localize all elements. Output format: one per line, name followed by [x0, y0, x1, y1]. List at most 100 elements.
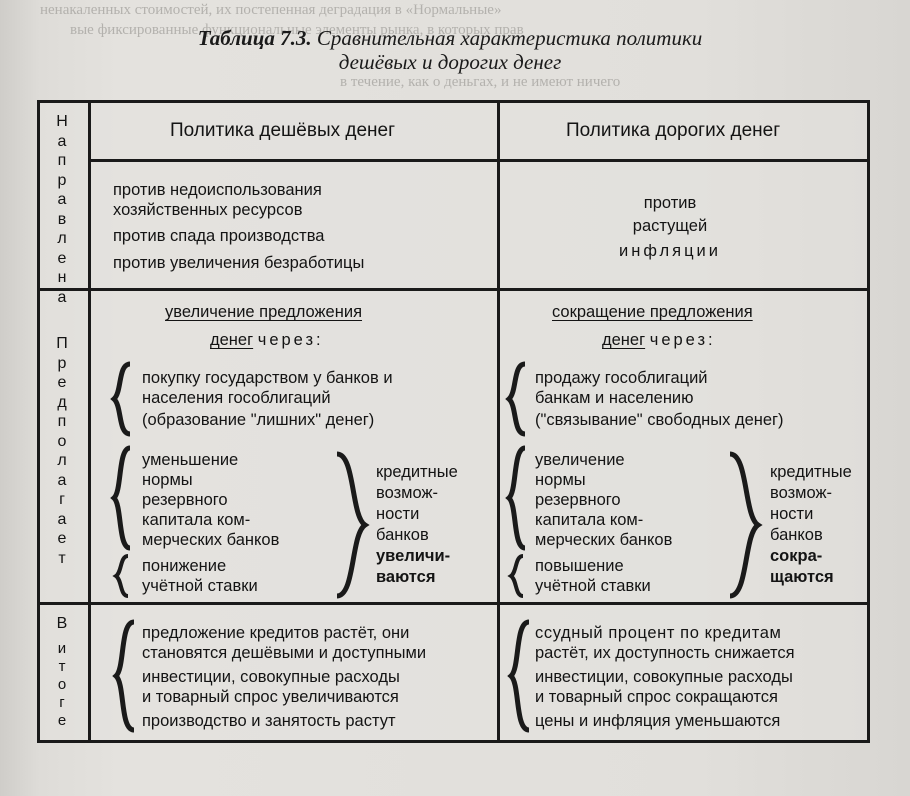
outcome-cheap-line: предложение кредитов растёт, они	[142, 624, 410, 642]
assumes-dear-through: через:	[649, 331, 716, 349]
table-title-line1: Сравнительная характеристика политики	[316, 26, 703, 50]
cheap-item2-line: капитала ком-	[142, 511, 251, 529]
outcome-dear-line: растёт, их доступность снижается	[535, 644, 795, 662]
row-label-letter: е	[57, 711, 67, 729]
row-label-letter: и	[57, 639, 67, 657]
row-label-letter: в	[57, 210, 67, 228]
left-curly-brace	[110, 361, 131, 437]
row-label-letter: а	[57, 471, 67, 489]
left-curly-brace	[505, 361, 526, 437]
outcome-dear-line: и товарный спрос сокращаются	[535, 688, 778, 706]
assumes-cheap-money: денег	[210, 331, 254, 349]
direction-cheap-line: против недоиспользования	[113, 181, 322, 199]
cheap-result-line: ваются	[376, 568, 436, 586]
row-label-letter: р	[57, 354, 67, 372]
cheap-item2-line: уменьшение	[142, 451, 239, 469]
row-label-letter: г	[59, 491, 65, 508]
row-label-letter: т	[58, 657, 66, 675]
grid-line	[497, 100, 500, 743]
row-label-letter: а	[57, 510, 67, 528]
dear-result-line: возмож-	[770, 484, 833, 502]
dear-item3-line: учётной ставки	[535, 577, 651, 595]
dear-item2-line: нормы	[535, 471, 586, 489]
row-label-letter: е	[57, 374, 67, 391]
row-label-letter: н	[57, 269, 67, 286]
row-label-letter: а	[57, 288, 67, 306]
cheap-item1-line: покупку государством у банков и	[142, 369, 393, 387]
table-caption: Таблица 7.3. Сравнительная характеристик…	[150, 26, 750, 74]
cheap-item1-line: (образование "лишних" денег)	[142, 411, 375, 429]
cheap-result-line: возмож-	[376, 484, 439, 502]
row-label-letter: а	[57, 132, 67, 150]
row-label-letter: л	[57, 452, 67, 469]
outcome-cheap-line: и товарный спрос увеличиваются	[142, 688, 399, 706]
row-label-letter: п	[57, 413, 67, 430]
outcome-dear-line: цены и инфляция уменьшаются	[535, 712, 781, 730]
direction-cheap-line: хозяйственных ресурсов	[113, 201, 303, 219]
row-label-letter: е	[57, 530, 67, 547]
row-label-letter: п	[57, 152, 67, 169]
row-label-letter: т	[58, 549, 66, 567]
dear-result-line: ности	[770, 505, 814, 523]
row-label-letter: Н	[56, 113, 68, 130]
bleed-through-line: в течение, как о деньгах, и не имеют нич…	[340, 74, 621, 90]
direction-dear-line: против	[643, 194, 697, 212]
outcome-cheap-line: становятся дешёвыми и доступными	[142, 644, 427, 662]
dear-item2-line: мерческих банков	[535, 531, 673, 549]
direction-cheap-line: против спада производства	[113, 227, 325, 245]
cheap-result-line: кредитные	[376, 463, 458, 481]
left-curly-brace	[112, 619, 135, 733]
grid-line	[88, 159, 870, 162]
row-label-letter: П	[56, 335, 68, 352]
direction-dear-line: растущей	[632, 217, 708, 235]
assumes-cheap-heading-line2: денег через:	[210, 330, 324, 350]
dear-result-line: кредитные	[770, 463, 852, 481]
comparison-table	[37, 100, 870, 743]
cheap-result-line: увеличи-	[376, 547, 451, 565]
assumes-dear-money: денег	[602, 331, 646, 349]
direction-dear-line: инфляции	[619, 242, 721, 260]
grid-line	[37, 288, 870, 291]
dear-result-line: банков	[770, 526, 823, 544]
table-number: Таблица 7.3.	[197, 26, 312, 50]
right-curly-brace	[729, 451, 763, 599]
cheap-item2-line: резервного	[142, 491, 228, 509]
outcome-dear-line: ссудный процент по кредитам	[535, 624, 782, 642]
cheap-result-line: ности	[376, 505, 420, 523]
left-curly-brace	[110, 445, 131, 551]
grid-line	[37, 602, 870, 605]
row-label-letter: о	[57, 675, 67, 693]
left-curly-brace	[507, 619, 530, 733]
dear-item1-line: продажу гособлигаций	[535, 369, 708, 387]
dear-item2-line: капитала ком-	[535, 511, 644, 529]
row-label-letter: л	[57, 230, 67, 247]
left-curly-brace	[507, 554, 524, 598]
outcome-cheap-line: производство и занятость растут	[142, 712, 396, 730]
row-label-letter: а	[57, 191, 67, 208]
dear-result-line: щаются	[770, 568, 834, 586]
dear-item1-line: банкам и населению	[535, 389, 694, 407]
dear-item2-line: увеличение	[535, 451, 625, 469]
bleed-through-line: вые фиксированные функциональные элемент…	[70, 22, 524, 38]
row-label-letter: д	[57, 393, 67, 411]
right-curly-brace	[336, 451, 370, 599]
header-dear-money: Политика дорогих денег	[566, 120, 781, 141]
cheap-item3-line: учётной ставки	[142, 577, 258, 595]
assumes-cheap-heading: увеличение предложения	[165, 303, 363, 321]
dear-item1-line: ("связывание" свободных денег)	[535, 411, 784, 429]
assumes-cheap-through: через:	[257, 331, 324, 349]
table-title-line2: дешёвых и дорогих денег	[338, 50, 562, 74]
header-cheap-money: Политика дешёвых денег	[170, 120, 396, 141]
left-curly-brace	[505, 445, 526, 551]
outcome-dear-line: инвестиции, совокупные расходы	[535, 668, 793, 686]
cheap-item2-line: мерческих банков	[142, 531, 280, 549]
cheap-item1-line: населения гособлигаций	[142, 389, 331, 407]
dear-item3-line: повышение	[535, 557, 624, 575]
grid-line	[88, 100, 91, 743]
direction-cheap-line: против увеличения безработицы	[113, 254, 365, 272]
left-curly-brace	[112, 554, 129, 598]
dear-item2-line: резервного	[535, 491, 621, 509]
row-label-result-line1: В	[56, 615, 68, 632]
assumes-dear-heading-line2: денег через:	[602, 330, 716, 350]
